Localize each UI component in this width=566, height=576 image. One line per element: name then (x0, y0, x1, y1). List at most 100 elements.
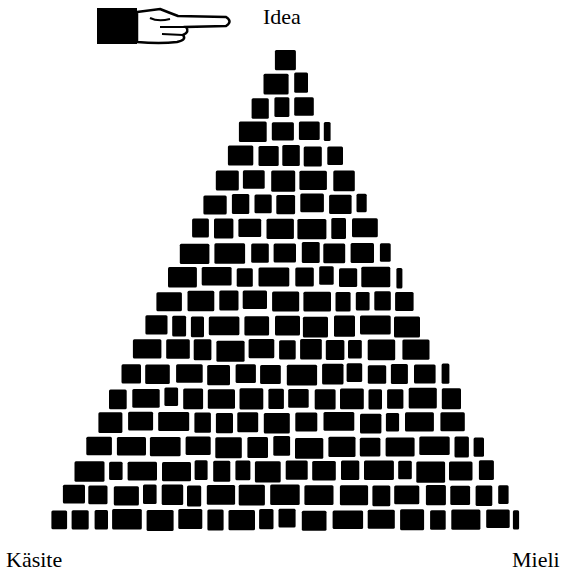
pyramid-block (88, 486, 107, 505)
pyramid-block (273, 436, 290, 456)
pyramid-block (274, 243, 296, 262)
pyramid-block (255, 461, 281, 482)
pyramid-block (334, 316, 355, 337)
pyramid-block (288, 389, 309, 408)
pyramid-block (272, 292, 299, 312)
pyramid-block (176, 364, 203, 383)
pyramid-block (430, 510, 446, 530)
pyramid-block (400, 509, 424, 530)
pyramid-block (214, 243, 245, 264)
pyramid-block (402, 340, 429, 360)
pyramid-block (360, 414, 381, 434)
pyramid-block (216, 413, 233, 433)
pyramid-block (449, 462, 473, 481)
pyramid-block (405, 412, 434, 431)
pyramid-block (396, 268, 402, 288)
pyramid-block (264, 413, 290, 433)
pyramid-blocks (51, 50, 519, 531)
pyramid-block (237, 268, 253, 287)
pyramid-block (114, 486, 139, 505)
pyramid-block (244, 316, 269, 335)
pyramid-block (98, 412, 122, 433)
pyramid-block (195, 460, 208, 480)
pyramid-block (302, 242, 320, 263)
pyramid-block (274, 97, 289, 117)
pyramid-block (299, 121, 320, 140)
pyramid-block (287, 365, 317, 386)
pyramid-block (215, 437, 242, 458)
pyramid-block (164, 388, 178, 406)
pyramid-block (243, 170, 265, 188)
hand-finger-lines (150, 18, 186, 35)
pyramid-block (442, 388, 461, 409)
pyramid-block (341, 461, 359, 481)
pyramid-block (398, 461, 412, 480)
pyramid-block (228, 146, 253, 166)
pyramid-block (132, 389, 159, 408)
pyramid-block (128, 462, 157, 481)
pyramid-block (333, 171, 355, 192)
pyramid-block (183, 388, 203, 409)
pyramid-block (276, 195, 295, 214)
pyramid-block (300, 339, 322, 360)
pyramid-block (451, 510, 480, 530)
pyramid-block (295, 438, 323, 459)
pyramid-block (209, 316, 240, 335)
pyramid-block (486, 510, 510, 528)
pyramid-block (304, 485, 333, 505)
pyramid-block (319, 266, 334, 285)
pyramid-block (255, 194, 272, 213)
pyramid-block (326, 340, 345, 360)
pyramid-block (86, 437, 112, 455)
pyramid-block (239, 485, 265, 506)
pyramid-block (295, 268, 314, 287)
pointing-hand (97, 8, 230, 44)
pyramid-block (168, 267, 197, 287)
pyramid-block (51, 510, 67, 529)
pyramid-block (324, 412, 355, 431)
pyramid-block (214, 218, 233, 238)
pyramid-block (323, 243, 345, 263)
pyramid-block (360, 316, 391, 335)
pyramid-block (145, 364, 170, 384)
pyramid-block (229, 510, 256, 530)
pyramid-block (387, 389, 403, 409)
pyramid-block (372, 485, 390, 506)
pyramid-block (238, 219, 261, 237)
pyramid-block (442, 363, 450, 383)
pyramid-block (143, 485, 157, 505)
pyramid-block (236, 364, 256, 383)
pyramid-block (391, 364, 408, 384)
pyramid-block (419, 437, 449, 456)
pyramid-block (340, 485, 368, 505)
pyramid-block (348, 340, 362, 359)
pyramid-block (339, 268, 357, 287)
pyramid-block (368, 340, 396, 361)
pyramid-block (333, 511, 364, 529)
pyramid-block (247, 437, 268, 458)
pyramid-block (275, 50, 296, 70)
corner-label: Käsite (6, 548, 62, 572)
pyramid-block (178, 509, 202, 529)
pyramid-block (476, 485, 493, 506)
pyramid-block (128, 412, 153, 431)
pyramid-block (267, 219, 294, 239)
pyramid-block (479, 460, 494, 480)
pyramid-block (259, 509, 273, 529)
pyramid-block (282, 145, 300, 166)
pyramid-block (192, 218, 209, 237)
pyramid-block (268, 389, 284, 409)
pyramid-block (368, 365, 386, 384)
pyramid-block (145, 315, 167, 334)
pyramid-block (156, 292, 182, 311)
pyramid-block (300, 194, 324, 213)
pyramid-block (312, 461, 336, 481)
pyramid-block (364, 461, 394, 481)
pyramid-block (109, 462, 123, 480)
pyramid-block (394, 486, 419, 505)
pyramid-block (219, 291, 238, 311)
hand-cuff (97, 8, 137, 44)
pyramid-block (208, 389, 235, 409)
pyramid-block (162, 485, 184, 506)
